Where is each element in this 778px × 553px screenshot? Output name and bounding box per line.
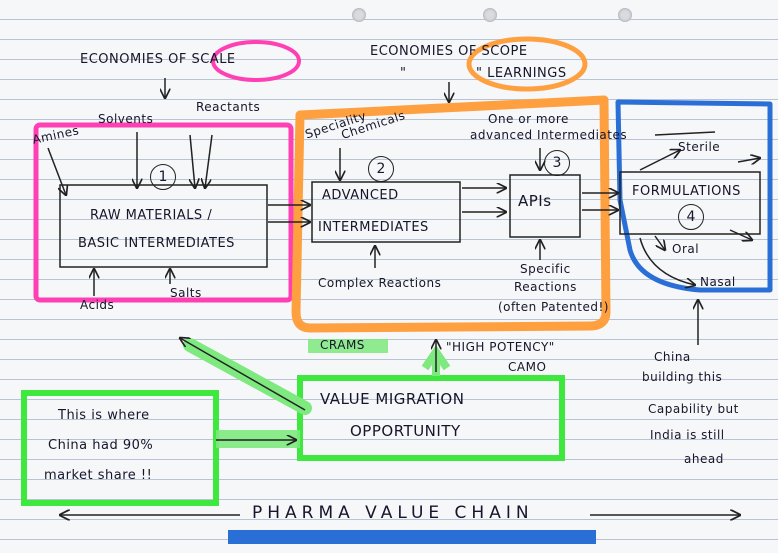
crams-highlight [308, 339, 388, 353]
arrow-oral [654, 235, 665, 250]
learnings-highlight [466, 36, 588, 92]
stage4-output-nasal: Nasal [700, 275, 736, 289]
stage4-strike [654, 131, 716, 136]
stage3-note-line1: One or more [488, 112, 569, 126]
stage3-bottom-line3: (often Patented!) [498, 300, 609, 314]
stage1-box [59, 184, 268, 268]
stage2-label-line2: INTERMEDIATES [318, 220, 429, 235]
stage1-number: 1 [150, 164, 176, 190]
crams-label: CRAMS [320, 338, 365, 352]
arrow-reactants-2 [205, 134, 213, 188]
stage3-number: 3 [544, 150, 570, 176]
footer-underline [228, 530, 596, 544]
scope-learnings-label: " LEARNINGS [476, 66, 567, 81]
value-migration-highlight [297, 375, 565, 461]
binder-hole [352, 8, 366, 22]
china-note-line2: China had 90% [48, 438, 154, 453]
stage3-note-line2: advanced Intermediates [470, 128, 628, 142]
stage2-label-line1: ADVANCED [322, 188, 399, 203]
china-note-line1: This is where [58, 408, 150, 423]
arrow-nasal [639, 237, 695, 285]
stage2-bottom-note: Complex Reactions [318, 276, 442, 290]
footer-title: PHARMA VALUE CHAIN [252, 503, 534, 523]
input-salts: Salts [170, 286, 202, 300]
arrow-sterile [639, 150, 680, 171]
binder-hole [618, 8, 632, 22]
arrow-reactants-1 [190, 134, 195, 188]
stage1-label-line1: RAW MATERIALS / [90, 208, 213, 223]
stage3-box [509, 174, 581, 238]
stage4-highlight [615, 99, 773, 293]
binder-hole [483, 8, 497, 22]
right-note-line1: China [654, 350, 691, 364]
stage3-label: APIs [518, 192, 552, 210]
stage2-3-highlight [291, 95, 611, 333]
value-migration-line1: VALUE MIGRATION [320, 390, 465, 408]
right-note-line5: ahead [684, 452, 724, 466]
right-note-line4: India is still [650, 428, 725, 442]
high-potency-label: "HIGH POTENCY" [446, 340, 555, 354]
stage3-bottom-line1: Specific [520, 262, 571, 276]
camo-label: CAMO [508, 360, 547, 374]
right-note-line2: building this [642, 370, 723, 384]
stage2-number: 2 [368, 156, 394, 182]
stage2-box [311, 181, 461, 243]
connector-highlight [216, 430, 300, 448]
stage4-label: FORMULATIONS [632, 184, 741, 199]
scope-ditto-mark: " [400, 66, 407, 81]
economies-of-scope-label: ECONOMIES OF SCOPE [370, 44, 528, 59]
right-note-line3: Capability but [648, 402, 739, 416]
stage4-box [619, 171, 761, 235]
china-note-line3: market share !! [44, 468, 153, 483]
arrow-misc [729, 229, 752, 240]
input-acids: Acids [80, 298, 115, 312]
stage4-number: 4 [678, 204, 704, 230]
stage3-bottom-line2: Reactions [514, 280, 577, 294]
stage4-output-sterile: Sterile [678, 140, 721, 154]
input-solvents: Solvents [98, 112, 154, 126]
stage1-highlight [33, 122, 294, 303]
arrow-value-migration [180, 338, 306, 411]
arrow-right-top [737, 158, 760, 162]
stage4-output-oral: Oral [672, 242, 700, 256]
value-migration-line2: OPPORTUNITY [350, 422, 461, 440]
scale-highlight [211, 40, 301, 82]
input-reactants: Reactants [196, 100, 261, 114]
economies-of-scale-label: ECONOMIES OF SCALE [80, 52, 236, 67]
arrow-amines [47, 147, 66, 195]
stage1-label-line2: BASIC INTERMEDIATES [78, 236, 235, 251]
